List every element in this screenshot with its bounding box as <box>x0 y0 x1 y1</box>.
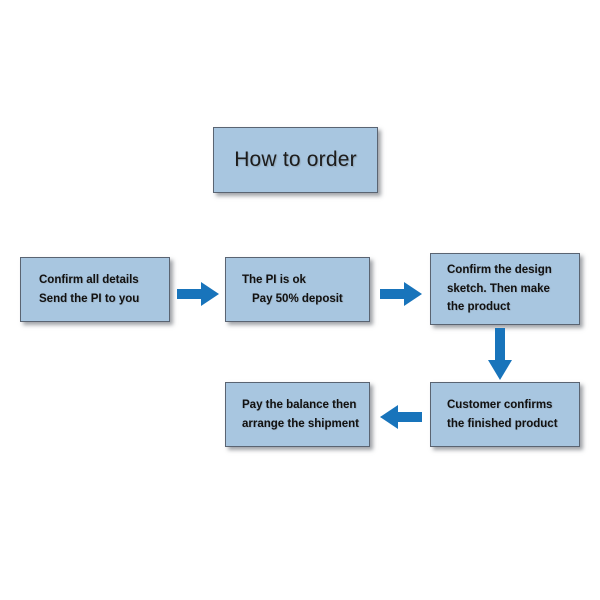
node-text-line: Pay 50% deposit <box>252 292 343 305</box>
node-text-line: Confirm all details <box>39 273 139 286</box>
node-text-line: arrange the shipment <box>242 417 359 430</box>
arrow-step4-to-step5-icon <box>380 404 422 430</box>
node-text-line: Customer confirms <box>447 398 553 411</box>
arrow-step2-to-step3-icon <box>380 281 422 307</box>
flowchart-title-box[interactable]: How to order <box>213 127 378 193</box>
node-text-line: the finished product <box>447 417 558 430</box>
flowchart-title-label: How to order <box>234 148 357 171</box>
flowchart-node-confirm-details[interactable]: Confirm all details Send the PI to you <box>20 257 170 322</box>
flowchart-node-pi-approved[interactable]: The PI is ok Pay 50% deposit <box>225 257 370 322</box>
node-text-line: The PI is ok <box>242 273 306 286</box>
node-text-line: sketch. Then make <box>447 282 550 295</box>
node-text-line: Confirm the design <box>447 264 552 277</box>
flowchart-node-customer-confirms[interactable]: Customer confirms the finished product <box>430 382 580 447</box>
node-text-line: Pay the balance then <box>242 398 357 411</box>
flowchart-node-confirm-design[interactable]: Confirm the design sketch. Then make the… <box>430 253 580 325</box>
node-text-line: Send the PI to you <box>39 292 140 305</box>
arrow-step1-to-step2-icon <box>177 281 219 307</box>
flowchart-node-pay-balance[interactable]: Pay the balance then arrange the shipmen… <box>225 382 370 447</box>
node-text-line: the product <box>447 301 511 314</box>
arrow-step3-to-step4-icon <box>487 328 513 380</box>
